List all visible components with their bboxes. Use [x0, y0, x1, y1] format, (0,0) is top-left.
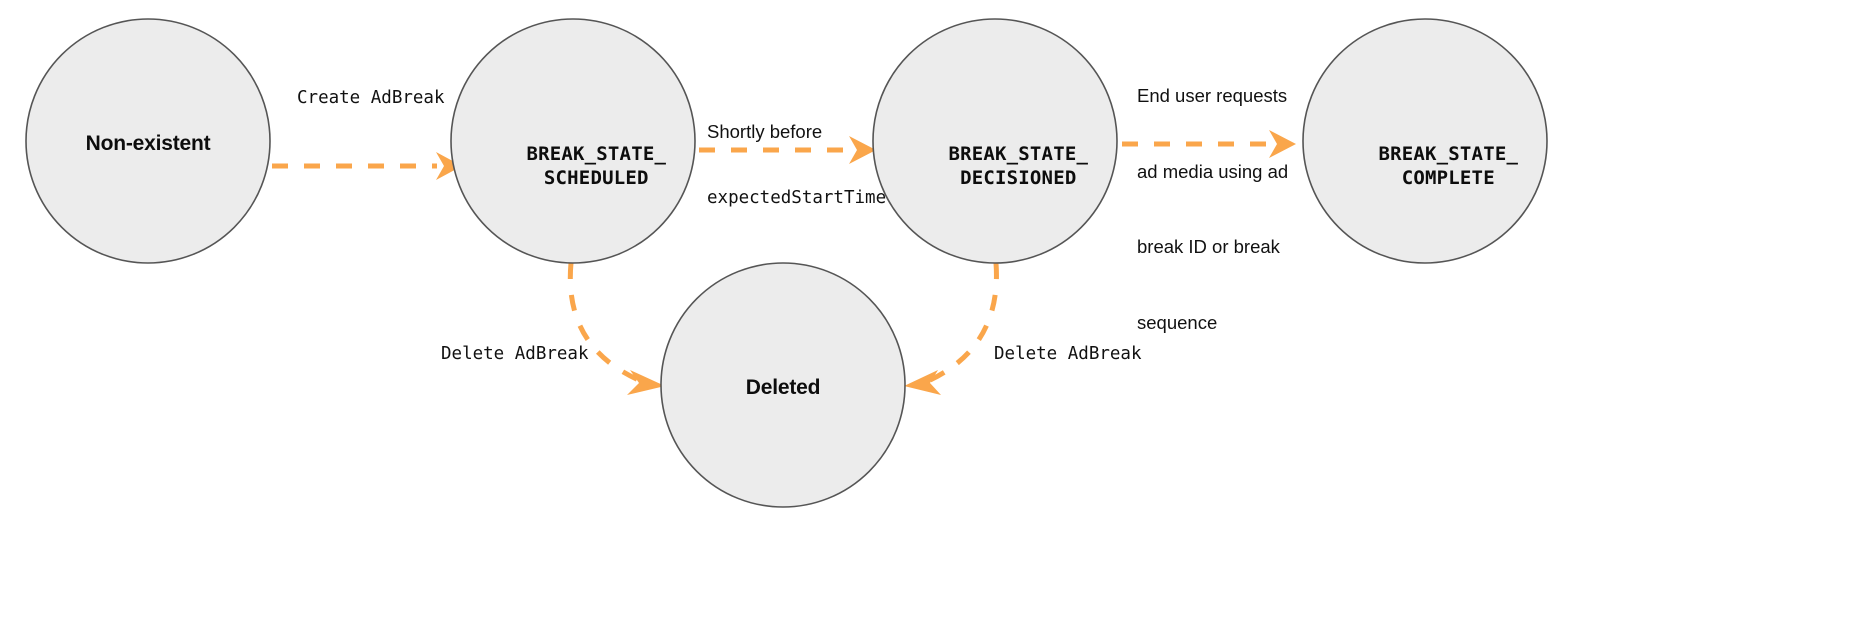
edge-create-adbreak-arrowhead: [436, 152, 462, 180]
edge-label-expected-start-time: expectedStartTime: [707, 188, 887, 209]
edge-shortly-before: [699, 136, 876, 164]
edge-delete-adbreak-left-arrowhead: [627, 370, 665, 395]
edge-delete-adbreak-right-arrowhead: [904, 370, 941, 395]
edge-label-end-user-line3: break ID or break: [1137, 236, 1280, 258]
node-break-state-decisioned[interactable]: [872, 18, 1118, 264]
edge-label-end-user-line4: sequence: [1137, 311, 1218, 333]
edge-label-delete-adbreak-left: Delete AdBreak: [441, 344, 589, 364]
edge-create-adbreak: [272, 152, 462, 180]
node-deleted[interactable]: [660, 262, 906, 508]
edge-shortly-before-arrowhead: [849, 136, 876, 164]
edge-label-shortly-before-expected-start-time: Shortly before expectedStartTime: [707, 75, 886, 254]
edge-label-end-user-requests: End user requests ad media using ad brea…: [1137, 33, 1288, 385]
edge-end-user-requests: [1122, 130, 1296, 158]
edge-delete-adbreak-left-line: [567, 262, 642, 384]
node-break-state-complete[interactable]: [1302, 18, 1548, 264]
node-non-existent[interactable]: [25, 18, 271, 264]
node-break-state-scheduled[interactable]: [450, 18, 696, 264]
edge-end-user-requests-arrowhead: [1269, 130, 1296, 158]
edge-delete-adbreak-left: [567, 262, 665, 395]
edge-label-end-user-line2: ad media using ad: [1137, 160, 1289, 182]
edge-label-end-user-line1: End user requests: [1137, 85, 1288, 107]
edge-delete-adbreak-right-line: [926, 262, 999, 384]
edge-label-delete-adbreak-right: Delete AdBreak: [994, 344, 1142, 364]
edge-label-shortly-before: Shortly before: [707, 120, 823, 142]
edge-label-create-adbreak: Create AdBreak: [297, 88, 445, 108]
edge-delete-adbreak-right: [904, 262, 999, 395]
